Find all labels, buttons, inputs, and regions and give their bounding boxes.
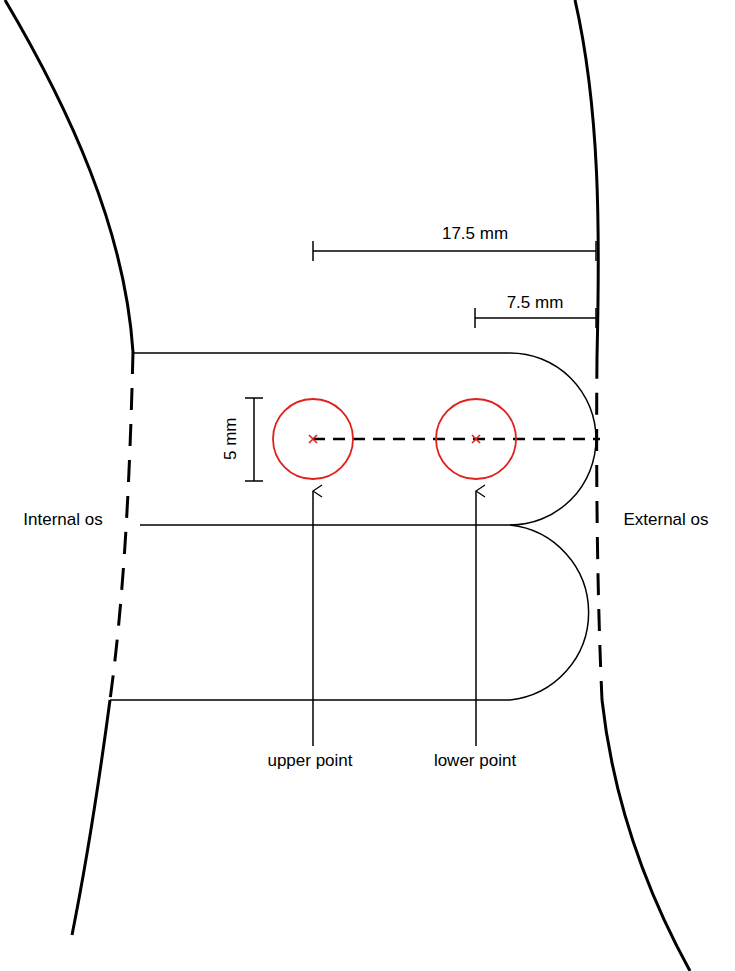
dimension-label: 5 mm: [221, 416, 241, 463]
pointer-arrow: [475, 491, 477, 746]
point-label: lower point: [432, 751, 518, 771]
cervix-wall: [5, 0, 133, 352]
cervix-wall: [575, 0, 598, 357]
sample-circle: [273, 399, 353, 479]
anatomy-label: Internal os: [21, 510, 104, 530]
point-label: upper point: [265, 751, 354, 771]
anatomy-label: External os: [621, 510, 710, 530]
sample-circle: [436, 399, 516, 479]
internal-os-line: [110, 352, 133, 700]
dimension-line: [313, 241, 596, 261]
dimension-label: 17.5 mm: [440, 224, 510, 244]
pointer-arrow: [312, 491, 314, 746]
center-mark: [309, 435, 317, 443]
dimension-label: 7.5 mm: [505, 293, 566, 313]
cervix-wall: [72, 700, 110, 935]
center-mark: [472, 435, 480, 443]
dimension-line: [245, 398, 263, 481]
external-os-line: [597, 357, 602, 700]
lower-lip: [110, 525, 589, 700]
axis-line: [313, 438, 600, 441]
cervix-wall: [602, 700, 690, 971]
